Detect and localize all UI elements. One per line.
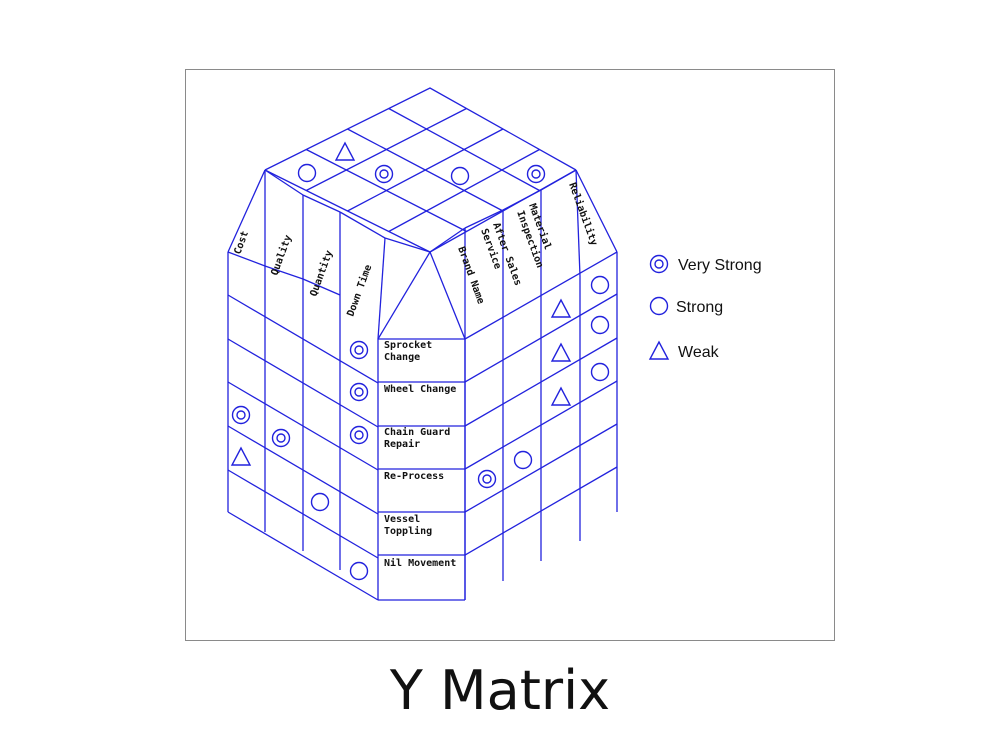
very-strong-symbol: [349, 382, 369, 402]
very-strong-symbol-inner: [354, 387, 364, 397]
left-header-base: [227, 251, 266, 267]
left-header-column-line: [377, 237, 386, 340]
very-strong-symbol: [526, 164, 546, 184]
very-strong-symbol-inner: [531, 169, 541, 179]
left-header-top-line: [264, 169, 304, 196]
left-matrix-row-line: [227, 294, 379, 384]
right-header-edge: [575, 169, 618, 253]
legend-label-very-strong: Very Strong: [678, 257, 762, 274]
top-matrix-grid-line: [388, 148, 540, 233]
very-strong-symbol-inner: [654, 259, 664, 269]
strong-symbol: [649, 296, 669, 316]
weak-symbol: [550, 342, 572, 362]
center-roof-line: [384, 237, 431, 253]
left-matrix-row-line: [227, 381, 379, 471]
very-strong-symbol: [231, 405, 251, 425]
very-strong-symbol: [271, 428, 291, 448]
strong-symbol: [590, 275, 610, 295]
weak-symbol: [334, 141, 356, 161]
very-strong-symbol-inner: [236, 410, 246, 420]
center-roof-line: [377, 251, 431, 340]
strong-symbol: [513, 450, 533, 470]
left-factor-label-0: Cost: [232, 230, 251, 256]
right-matrix-row-line: [464, 423, 618, 513]
right-matrix-row-line: [464, 337, 618, 427]
weak-symbol: [550, 386, 572, 406]
problem-label-4: Toppling: [384, 525, 432, 537]
very-strong-symbol-inner: [379, 169, 389, 179]
center-roof-line: [429, 251, 466, 340]
problem-label-2: Chain Guard: [384, 426, 450, 438]
problem-label-4: Vessel: [384, 514, 420, 525]
very-strong-symbol-inner: [276, 433, 286, 443]
left-header-base: [302, 278, 341, 296]
strong-symbol: [349, 561, 369, 581]
right-factor-label-0: Brand Name: [455, 245, 486, 305]
top-matrix-grid-line: [429, 169, 577, 253]
very-strong-symbol: [477, 469, 497, 489]
diagram-frame: [185, 69, 835, 641]
problem-label-5: Nil Movement: [384, 557, 456, 569]
strong-symbol: [590, 362, 610, 382]
strong-symbol: [590, 315, 610, 335]
legend-label-weak: Weak: [678, 344, 720, 361]
top-matrix-edge: [264, 87, 577, 171]
very-strong-symbol: [349, 340, 369, 360]
problem-label-3: Re-Process: [384, 471, 444, 482]
top-matrix-grid-line: [264, 169, 431, 253]
left-matrix-row-line: [227, 425, 379, 515]
right-header-column-line: [575, 169, 581, 277]
very-strong-symbol-inner: [354, 345, 364, 355]
problem-label-1: Wheel Change: [384, 384, 456, 395]
very-strong-symbol: [374, 164, 394, 184]
slide-title: Y Matrix: [389, 659, 611, 722]
top-matrix-grid-line: [347, 128, 504, 212]
strong-symbol: [450, 166, 470, 186]
left-header-edge: [227, 169, 266, 253]
top-matrix-grid-line: [388, 107, 540, 192]
left-header-top-line: [339, 211, 386, 239]
very-strong-symbol-inner: [354, 430, 364, 440]
left-matrix-row-line: [227, 511, 379, 601]
legend-label-strong: Strong: [676, 299, 723, 316]
left-factor-label-3: Down Time: [345, 263, 375, 318]
strong-symbol: [297, 163, 317, 183]
weak-symbol: [230, 446, 252, 466]
right-matrix-row-line: [464, 466, 618, 556]
very-strong-symbol: [649, 254, 669, 274]
left-matrix-row-line: [227, 469, 379, 559]
very-strong-symbol: [349, 425, 369, 445]
weak-symbol: [648, 340, 670, 360]
problem-label-0: Change: [384, 352, 420, 363]
right-header-top-line: [464, 209, 504, 229]
problem-label-0: Sprocket: [384, 340, 432, 351]
right-matrix-row-line: [464, 380, 618, 470]
left-header-top-line: [302, 194, 341, 213]
problem-label-2: Repair: [384, 438, 420, 450]
very-strong-symbol-inner: [482, 474, 492, 484]
left-matrix-row-line: [227, 338, 379, 428]
right-factor-label-3: Reliability: [566, 181, 600, 247]
right-matrix-row-line: [464, 293, 618, 383]
left-factor-label-1: Quality: [269, 233, 295, 277]
strong-symbol: [310, 492, 330, 512]
weak-symbol: [550, 298, 572, 318]
left-header-base: [264, 265, 304, 280]
